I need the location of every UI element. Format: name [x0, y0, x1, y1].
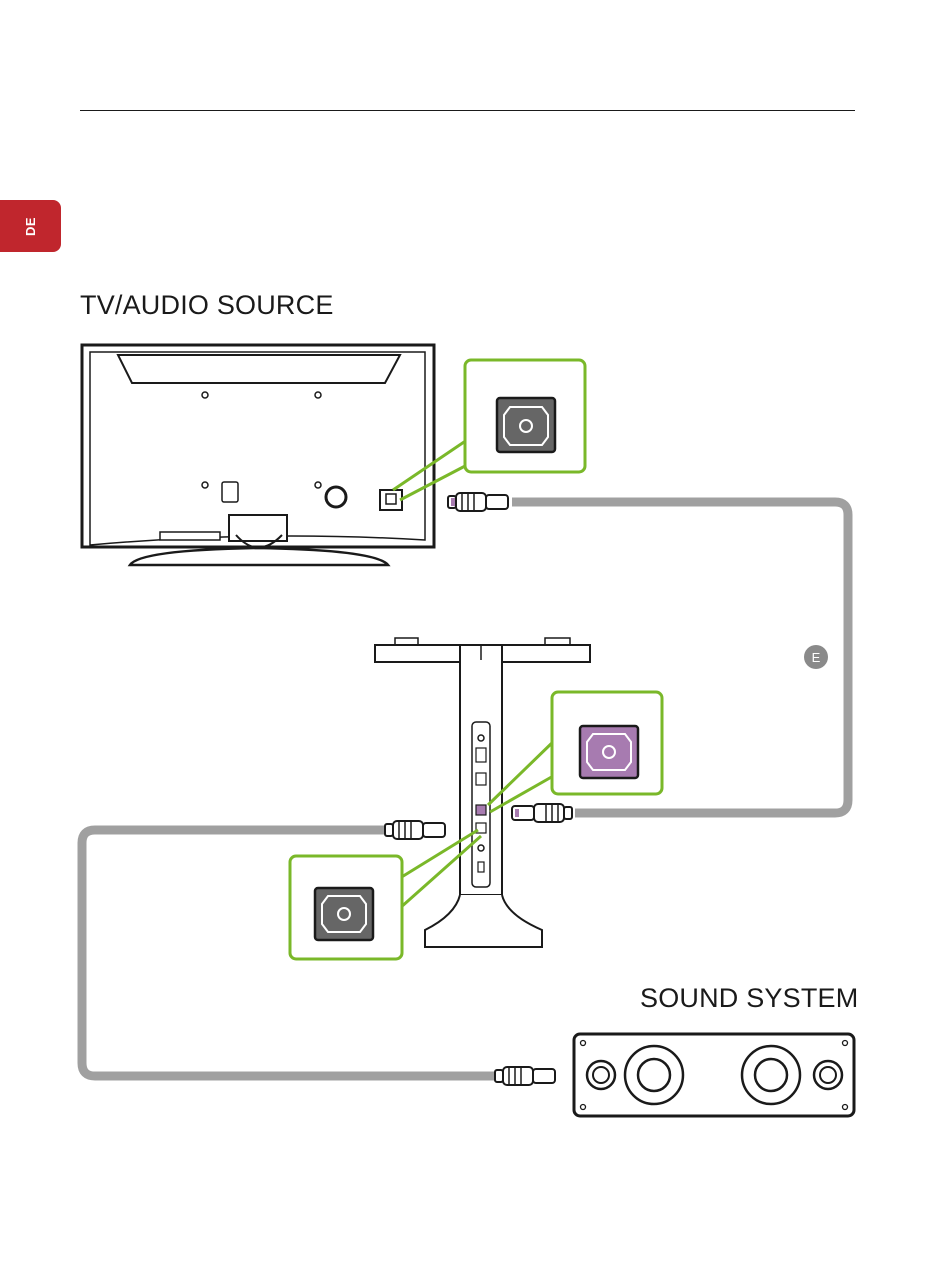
speaker-bar-icon [574, 1034, 854, 1116]
cable-marker-e: E [804, 645, 828, 669]
stand-input-callout [488, 692, 662, 812]
optical-port-icon [497, 398, 555, 452]
optical-port-icon [580, 726, 638, 778]
optical-port-icon [315, 888, 373, 940]
plug-tip-marker [515, 809, 519, 817]
optical-plug-icon [448, 493, 508, 511]
tv-back-icon [82, 345, 434, 565]
optical-plug-icon [385, 821, 445, 839]
optical-plug-icon [495, 1067, 555, 1085]
optical-plug-icon [512, 804, 572, 822]
